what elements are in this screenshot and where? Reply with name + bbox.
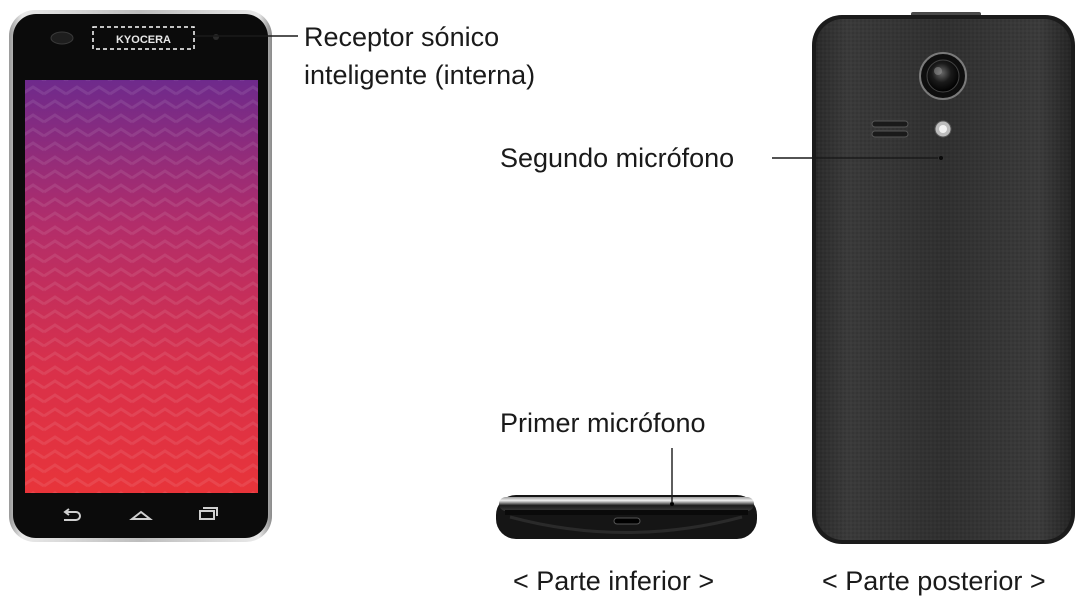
rear-speaker-icon	[871, 120, 909, 138]
back-phone	[812, 12, 1075, 544]
back-phone-texture	[816, 19, 1071, 540]
receiver-highlight-box	[92, 26, 195, 50]
primer-microfono-hole	[670, 502, 674, 506]
proximity-sensor-icon	[213, 34, 219, 40]
receptor-label-line2: inteligente (interna)	[304, 60, 536, 90]
segundo-microfono-label: Segundo micrófono	[500, 143, 735, 173]
receptor-label-line1: Receptor sónico	[304, 22, 500, 52]
segundo-microfono-hole	[939, 156, 943, 160]
primer-microfono-label: Primer micrófono	[500, 408, 706, 438]
front-phone: KYOCERA	[9, 10, 272, 542]
bottom-phone-seam	[505, 510, 748, 515]
home-icon	[129, 510, 153, 520]
flash-core	[939, 125, 947, 133]
bottom-phone-curve	[509, 515, 743, 534]
usb-port-icon	[613, 517, 641, 525]
bottom-phone-edge	[499, 497, 754, 511]
bottom-phone	[496, 495, 757, 539]
rear-camera-lens-icon	[926, 59, 960, 93]
screen-chevron-pattern	[25, 80, 258, 493]
brand-logo: KYOCERA	[116, 34, 171, 46]
front-camera-icon	[50, 31, 74, 45]
caption-parte-inferior: < Parte inferior >	[513, 566, 715, 596]
recent-apps-icon	[199, 507, 218, 520]
back-icon	[63, 508, 81, 521]
caption-parte-posterior: < Parte posterior >	[822, 566, 1046, 596]
lens-reflection	[934, 67, 942, 75]
